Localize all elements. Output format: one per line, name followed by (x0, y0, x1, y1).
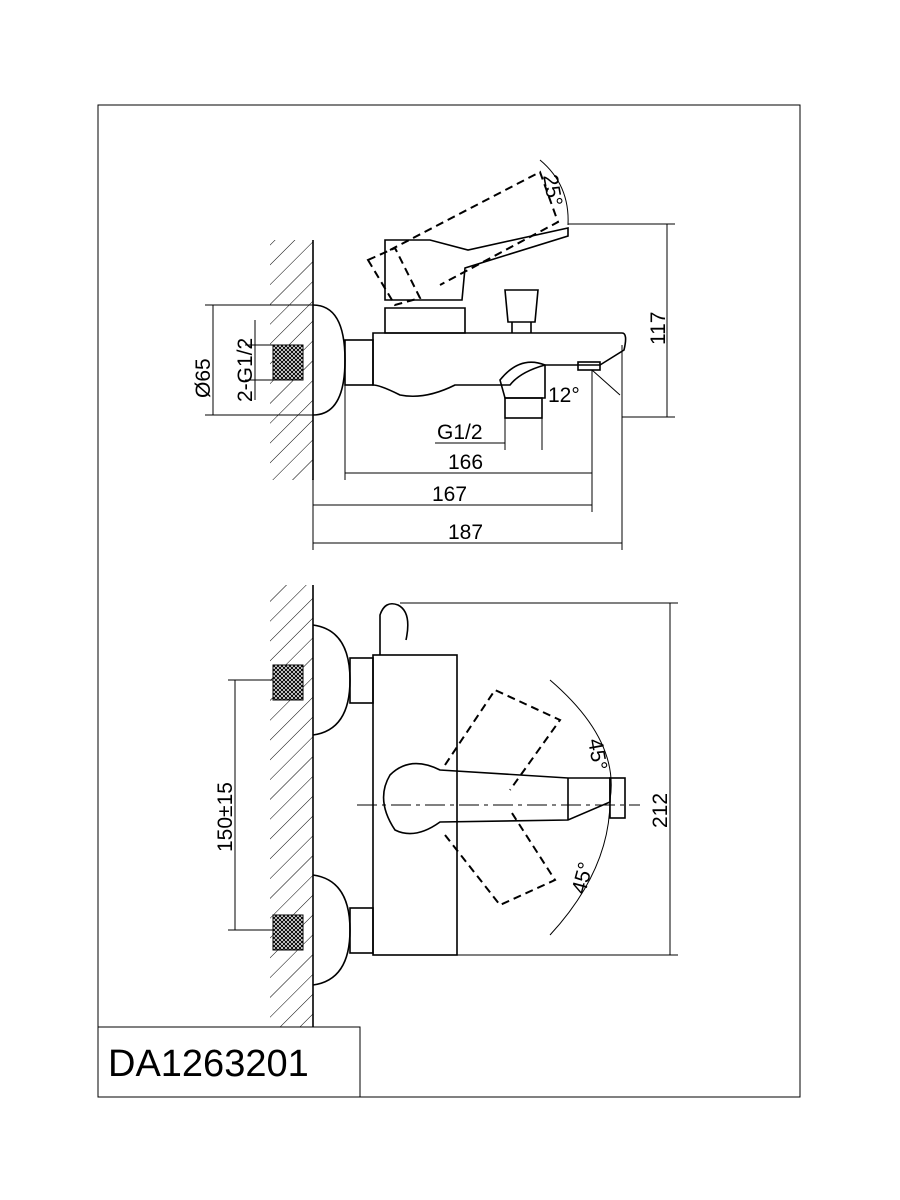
drawing-frame (97, 104, 801, 1098)
lever-angle-up-label: 45° (583, 737, 611, 772)
lever-angle-label: 25° (538, 173, 566, 208)
inlet-thread-label: 2-G1/2 (234, 338, 257, 402)
wall-hatch (270, 585, 313, 1027)
length-187-label: 187 (448, 521, 483, 544)
outlet-thread-label: G1/2 (437, 421, 483, 444)
inlet-spacing-label: 150±15 (214, 782, 237, 852)
lever-angle-down-label: 45° (568, 860, 598, 897)
side-view: 25° 117 Ø65 2-G1/2 G1/2 12° 166 167 18 (192, 159, 675, 550)
height-117-label: 117 (647, 312, 670, 345)
height-212-label: 212 (649, 793, 672, 828)
spout-angle-label: 12° (548, 384, 580, 407)
title-block (97, 1026, 361, 1098)
length-166-label: 166 (448, 451, 483, 474)
length-167-label: 167 (432, 483, 467, 506)
model-number: DA1263201 (108, 1043, 309, 1085)
escutcheon-diameter-label: Ø65 (192, 358, 215, 398)
front-view: 45° 45° 212 150±15 (214, 585, 678, 1027)
